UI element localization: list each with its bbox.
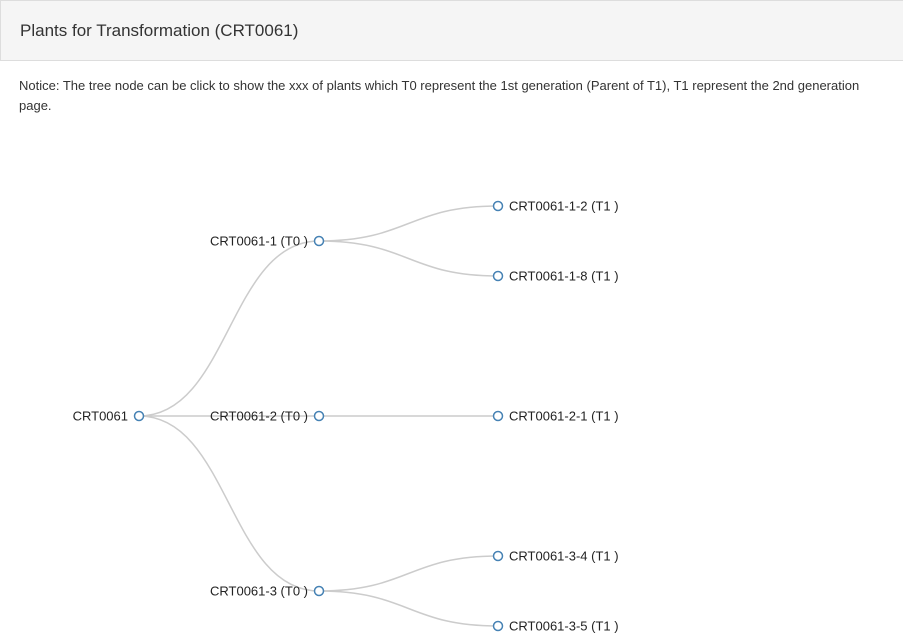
notice-line-1: Notice: The tree node can be click to sh… [19,78,860,93]
tree-node-label[interactable]: CRT0061-2 (T0 ) [210,409,308,424]
tree-link [138,240,320,417]
tree-node-label[interactable]: CRT0061-3-4 (T1 ) [509,549,619,564]
tree-node[interactable]: CRT0061-1-2 (T1 ) [492,199,619,214]
tree-nodes: CRT0061 CRT0061-1 (T0 ) CRT0061-1-2 (T1 ) C… [73,199,619,634]
tree-link [138,415,320,592]
tree-node[interactable]: CRT0061-2-1 (T1 ) [492,409,619,424]
tree-node[interactable]: CRT0061-3 (T0 ) [210,584,325,599]
tree-node-circle[interactable] [492,620,504,632]
tree-node-circle[interactable] [492,200,504,212]
panel-heading: Plants for Transformation (CRT0061) [0,0,903,61]
tree-link [318,240,499,277]
tree-link [318,590,499,627]
tree-link [318,555,499,592]
page-title: Plants for Transformation (CRT0061) [20,21,299,40]
tree-link [318,205,499,242]
tree-node-label[interactable]: CRT0061-3 (T0 ) [210,584,308,599]
tree-node-circle[interactable] [313,585,325,597]
tree-node-circle[interactable] [492,410,504,422]
tree-node[interactable]: CRT0061 [73,409,145,424]
tree-node[interactable]: CRT0061-1-8 (T1 ) [492,269,619,284]
notice-text: Notice: The tree node can be click to sh… [19,76,903,116]
tree-node-label[interactable]: CRT0061-1 (T0 ) [210,234,308,249]
tree-node-circle[interactable] [492,550,504,562]
tree-node-circle[interactable] [313,235,325,247]
tree-node-label[interactable]: CRT0061-3-5 (T1 ) [509,619,619,634]
notice-line-2: page. [19,98,52,113]
tree-node[interactable]: CRT0061-3-4 (T1 ) [492,549,619,564]
tree-node-label[interactable]: CRT0061 [73,409,128,424]
tree-node-label[interactable]: CRT0061-1-2 (T1 ) [509,199,619,214]
tree-node[interactable]: CRT0061-2 (T0 ) [210,409,325,424]
tree-links [138,205,499,627]
tree-node-label[interactable]: CRT0061-2-1 (T1 ) [509,409,619,424]
tree-node[interactable]: CRT0061-1 (T0 ) [210,234,325,249]
tree-node-label[interactable]: CRT0061-1-8 (T1 ) [509,269,619,284]
tree-node-circle[interactable] [313,410,325,422]
tree-node[interactable]: CRT0061-3-5 (T1 ) [492,619,619,634]
tree-node-circle[interactable] [492,270,504,282]
tree-node-circle[interactable] [133,410,145,422]
